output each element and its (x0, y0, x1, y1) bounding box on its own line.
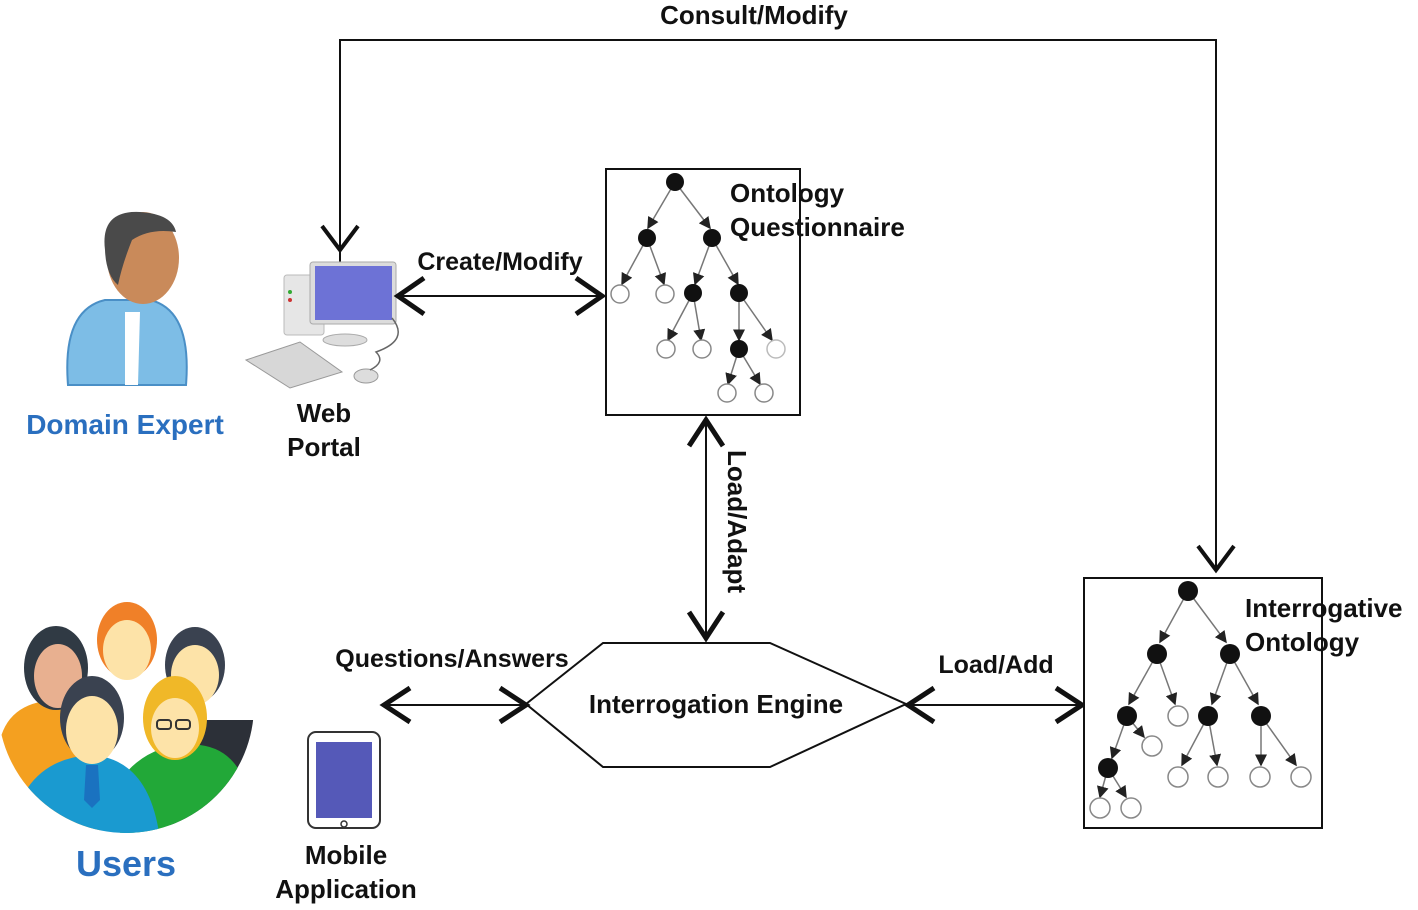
consult-modify-arrow (320, 39, 1236, 574)
load-adapt-label: Load/Adapt (722, 450, 752, 593)
web-portal-label-line2: Portal (287, 432, 361, 462)
questions-answers-label: Questions/Answers (335, 645, 568, 673)
web-portal-label-line1: Web (297, 398, 351, 428)
create-modify-label: Create/Modify (417, 248, 582, 276)
mobile-app-label-line1: Mobile (305, 840, 387, 870)
ontology-questionnaire-box (605, 168, 801, 416)
load-add-arrow (903, 685, 1087, 725)
mobile-tablet-icon (307, 731, 381, 829)
domain-expert-icon (66, 211, 188, 386)
load-add-label: Load/Add (938, 651, 1053, 679)
load-adapt-arrow (686, 415, 726, 643)
users-group-icon (0, 600, 254, 833)
web-portal-computer-icon (244, 261, 399, 389)
questions-answers-arrow (379, 685, 531, 725)
domain-expert-label: Domain Expert (26, 409, 224, 440)
interrogative-ontology-label-line1: Interrogative (1245, 593, 1403, 623)
ontology-questionnaire-label-line1: Ontology (730, 178, 845, 208)
create-modify-arrow (393, 275, 607, 317)
mobile-app-label-line2: Application (275, 874, 417, 904)
interrogative-ontology-nodes (1089, 581, 1312, 819)
ontology-questionnaire-nodes (610, 173, 786, 403)
ontology-questionnaire-label-line2: Questionnaire (730, 212, 905, 242)
interrogation-engine-label: Interrogation Engine (589, 689, 843, 719)
consult-modify-label: Consult/Modify (660, 0, 848, 30)
users-label: Users (76, 843, 176, 884)
interrogative-ontology-label-line2: Ontology (1245, 627, 1360, 657)
